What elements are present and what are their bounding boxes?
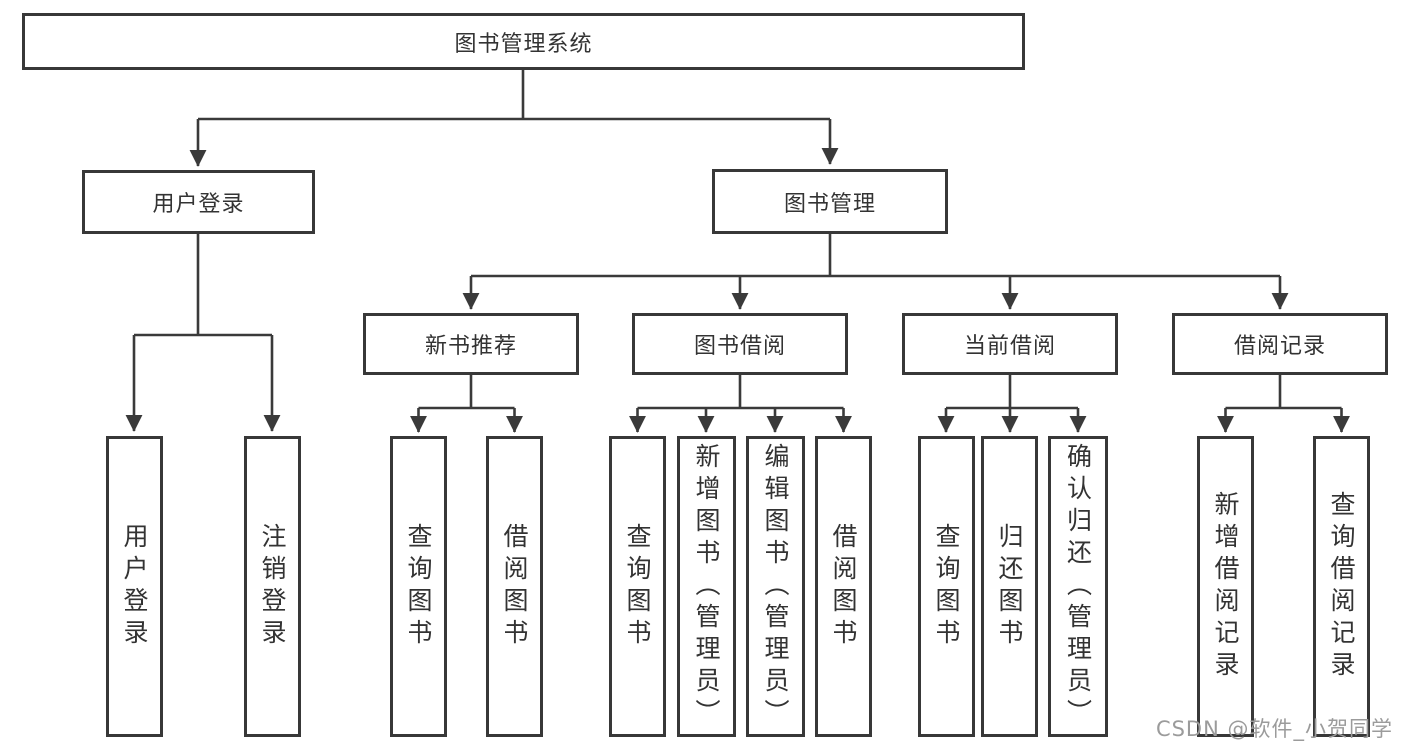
leaf-borrow-borrow-books-label: 借阅图书: [829, 522, 858, 651]
leaf-borrow-borrow-books: 借阅图书: [815, 436, 872, 737]
node-borrow-records-label: 借阅记录: [1233, 334, 1326, 359]
node-user-login-label: 用户登录: [152, 192, 245, 217]
leaf-records-query-record: 查询借阅记录: [1313, 436, 1370, 737]
leaf-logout-label: 注销登录: [258, 522, 287, 651]
connector-current-borrow-children: [946, 375, 1078, 410]
leaf-borrow-edit-books-admin-label: 编辑图书（管理员）: [761, 442, 790, 731]
leaf-recommend-borrow-books-label: 借阅图书: [500, 522, 529, 651]
leaf-borrow-add-books-admin: 新增图书（管理员）: [677, 436, 736, 737]
node-book-management: 图书管理: [712, 169, 948, 234]
leaf-recommend-borrow-books: 借阅图书: [486, 436, 543, 737]
node-current-borrow: 当前借阅: [902, 313, 1118, 375]
connector-user-login-children: [134, 233, 272, 337]
leaf-current-return-books-label: 归还图书: [995, 522, 1024, 651]
leaf-borrow-add-books-admin-label: 新增图书（管理员）: [692, 442, 721, 731]
node-user-login: 用户登录: [82, 170, 315, 234]
connector-root-to-level2: [198, 70, 830, 121]
leaf-records-query-record-label: 查询借阅记录: [1327, 490, 1356, 683]
node-book-borrow: 图书借阅: [632, 313, 848, 375]
leaf-current-confirm-return-admin: 确认归还（管理员）: [1048, 436, 1108, 737]
leaf-borrow-query-books: 查询图书: [609, 436, 666, 737]
leaf-user-login-label: 用户登录: [120, 522, 149, 651]
node-current-borrow-label: 当前借阅: [963, 334, 1056, 359]
leaf-current-return-books: 归还图书: [981, 436, 1038, 737]
node-new-book-recommend: 新书推荐: [363, 313, 579, 375]
leaf-current-query-books: 查询图书: [918, 436, 975, 737]
leaf-records-add-record: 新增借阅记录: [1197, 436, 1254, 737]
node-book-management-label: 图书管理: [783, 191, 876, 217]
leaf-recommend-query-books: 查询图书: [390, 436, 447, 737]
connector-book-borrow-children: [637, 375, 844, 410]
node-borrow-records: 借阅记录: [1172, 313, 1388, 375]
leaf-recommend-query-books-label: 查询图书: [404, 522, 433, 651]
watermark: CSDN @软件_小贺同学: [1155, 717, 1393, 741]
node-root-label: 图书管理系统: [454, 31, 593, 57]
leaf-logout: 注销登录: [244, 436, 301, 737]
node-book-borrow-label: 图书借阅: [693, 334, 786, 359]
leaf-borrow-query-books-label: 查询图书: [623, 522, 652, 651]
node-root: 图书管理系统: [22, 13, 1025, 70]
connector-book-management-children: [471, 233, 1280, 278]
leaf-current-query-books-label: 查询图书: [932, 522, 961, 651]
connector-borrow-records-children: [1225, 375, 1342, 410]
leaf-borrow-edit-books-admin: 编辑图书（管理员）: [746, 436, 805, 737]
leaf-user-login: 用户登录: [106, 436, 163, 737]
leaf-records-add-record-label: 新增借阅记录: [1211, 490, 1240, 683]
leaf-current-confirm-return-admin-label: 确认归还（管理员）: [1063, 442, 1093, 731]
connector-new-book-recommend-children: [418, 375, 515, 410]
node-new-book-recommend-label: 新书推荐: [424, 334, 517, 359]
